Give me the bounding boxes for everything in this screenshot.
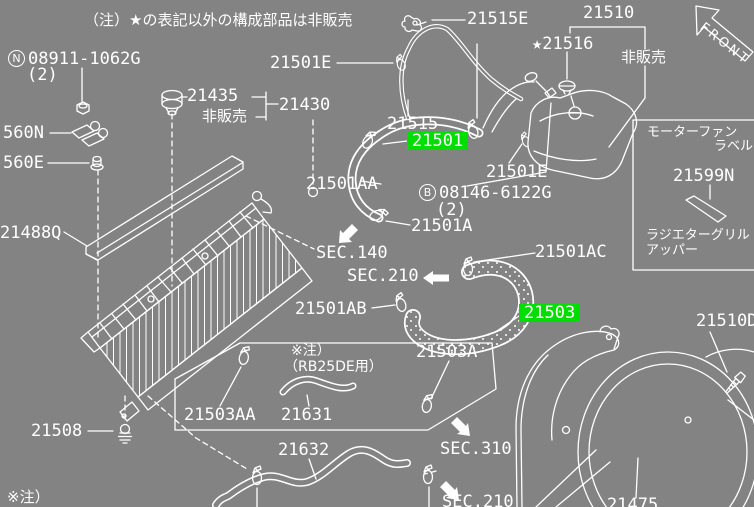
sec310-arrow-icon <box>451 417 470 436</box>
part-label-21435[interactable]: 21435 <box>187 86 239 106</box>
not-for-sale-note-21435: 非販売 <box>202 107 248 125</box>
part-label-560E[interactable]: 560E <box>3 153 44 173</box>
part-label-21503A[interactable]: 21503A <box>416 342 478 362</box>
leader-lines <box>47 19 728 480</box>
overflow-hose-21515-drawing <box>393 15 524 121</box>
mount-560E <box>90 155 104 171</box>
part-label-21501E-top[interactable]: 21501E <box>270 53 332 73</box>
section-ref-310[interactable]: SEC.310 <box>440 439 512 459</box>
fan-shroud-drawing <box>515 325 754 507</box>
cap-21435 <box>161 89 183 116</box>
filler-neck <box>251 190 263 202</box>
rb25-box-note2: （RB25DE用） <box>284 359 383 375</box>
sticker-21599N <box>685 195 727 223</box>
reservoir-tank-21510-drawing <box>527 80 638 180</box>
sec210-bottom-arrow-icon <box>440 481 459 500</box>
not-for-sale-note-21510: 非販売 <box>621 48 667 66</box>
hose-clip-21515E <box>401 15 423 33</box>
engine-pipe-drawing <box>482 72 552 149</box>
part-label-21501-highlighted[interactable]: 21501 <box>407 132 469 150</box>
info-box-caption-line2: アッパー <box>646 243 699 258</box>
part-label-21501AC[interactable]: 21501AC <box>535 242 607 262</box>
seal-strip-21488Q <box>85 155 244 261</box>
bolt-21510D <box>725 371 746 394</box>
part-label-21488Q[interactable]: 21488Q <box>0 223 62 243</box>
rb25de-box-drawing <box>174 342 497 431</box>
part-label-21599N[interactable]: 21599N <box>673 166 735 186</box>
part-label-21515E[interactable]: 21515E <box>467 9 529 29</box>
section-ref-210-bottom[interactable]: SEC.210 <box>442 492 514 507</box>
part-label-560N[interactable]: 560N <box>3 123 44 143</box>
rb25-box-note1: ※注） <box>291 343 331 359</box>
header-note: （注）★の表記以外の構成部品は非販売 <box>84 11 353 29</box>
section-ref-140[interactable]: SEC.140 <box>316 243 388 263</box>
part-label-21503-highlighted[interactable]: 21503 <box>519 304 581 322</box>
circled-b-icon: B <box>419 184 436 201</box>
sec210-arrow-icon <box>423 271 449 285</box>
part-label-21430[interactable]: 21430 <box>279 95 331 115</box>
part-label-21515[interactable]: 21515 <box>387 114 439 134</box>
front-arrow-icon <box>695 5 754 62</box>
bolt-08146 <box>544 87 557 99</box>
part-label-21501AB[interactable]: 21501AB <box>295 299 367 319</box>
part-qty-08146: (2) <box>436 200 467 220</box>
sec140-arrow-icon <box>339 224 358 243</box>
part-label-21503AA[interactable]: 21503AA <box>184 405 256 425</box>
circled-n-icon: N <box>8 50 25 67</box>
part-label-21501AA[interactable]: 21501AA <box>306 174 378 194</box>
lower-hose-21503-drawing <box>393 256 535 356</box>
small-parts-drawing <box>71 89 183 444</box>
drain-plug-21508 <box>117 423 133 444</box>
section-arrows <box>339 224 470 500</box>
part-label-21501A[interactable]: 21501A <box>411 216 473 236</box>
part-label-21510D[interactable]: 21510D <box>696 311 754 331</box>
info-box-label-line1: モーターファン <box>647 125 738 140</box>
part-label-21510[interactable]: 21510 <box>583 3 635 23</box>
section-ref-210[interactable]: SEC.210 <box>347 266 419 286</box>
part-label-21632[interactable]: 21632 <box>278 440 330 460</box>
part-label-21475[interactable]: 21475 <box>607 495 659 507</box>
upper-hose-21501-drawing <box>347 116 484 223</box>
hose-21632-drawing <box>212 445 434 507</box>
bottom-note: ※注） <box>7 488 50 506</box>
nut-08911 <box>76 101 90 115</box>
part-label-21501E-mid[interactable]: 21501E <box>486 162 548 182</box>
part-label-21631[interactable]: 21631 <box>281 405 333 425</box>
part-label-21508[interactable]: 21508 <box>31 421 83 441</box>
info-box-caption-line1: ラジエターグリル <box>646 228 750 243</box>
info-box-label-line2: ラベル <box>714 139 754 154</box>
radiator-drawing <box>80 155 319 422</box>
info-box-drawing <box>632 119 754 271</box>
part-qty-08911: (2) <box>27 65 58 85</box>
part-label-21516[interactable]: ★21516 <box>532 34 594 54</box>
